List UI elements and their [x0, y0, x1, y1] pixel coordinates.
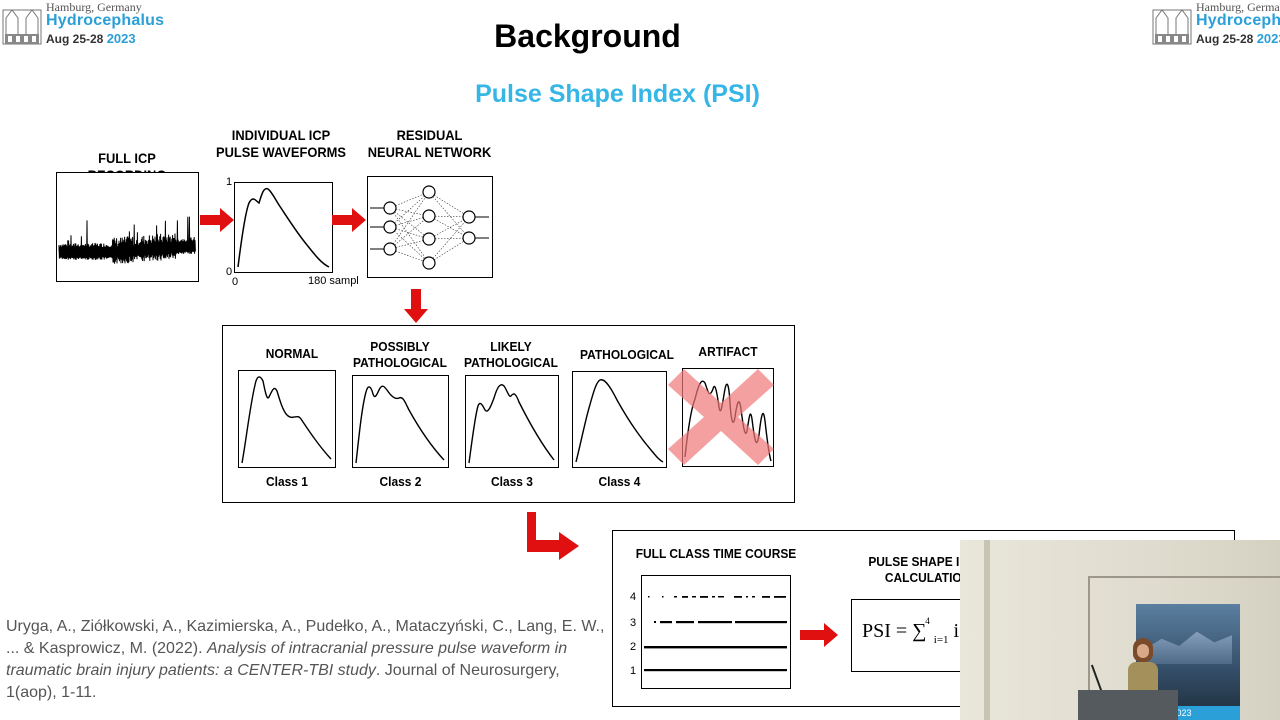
- class-4-label: Class 4: [598, 474, 641, 489]
- waveform-x-max: 180 sampl: [308, 275, 359, 287]
- speaker-video-overlay: ephalus2023: [960, 540, 1280, 720]
- red-arrow-down: [404, 289, 428, 323]
- citation-journal: . Journal of Neurosurgery, 1(aop), 1-11.: [6, 662, 560, 701]
- logo-location: Hamburg, Germany: [46, 0, 142, 14]
- psi-calc-line2: CALCULATIO: [884, 570, 962, 585]
- residual-nn-label-line1: RESIDUAL: [396, 127, 463, 143]
- artifact-cross-icon: [668, 369, 774, 465]
- class-header-artifact: ARTIFACT: [680, 344, 776, 360]
- logo-dates-text: Aug 25-28: [1196, 32, 1254, 46]
- neural-network-diagram: [367, 176, 493, 278]
- class-header-likely-pathological: LIKELY PATHOLOGICAL: [461, 339, 560, 371]
- class-1-label: Class 1: [266, 474, 308, 489]
- timecourse-y-tick-4: 4: [630, 591, 637, 603]
- class-3-waveform-plot: [465, 375, 559, 468]
- video-window-frame: [984, 540, 990, 720]
- class-1-waveform: [241, 376, 332, 464]
- slide-title: Background: [494, 18, 681, 54]
- psi-formula-limits: 4i=1: [925, 616, 949, 646]
- class-header-line1: PATHOLOGICAL: [580, 347, 674, 362]
- timecourse-y-tick-2: 2: [630, 641, 637, 653]
- waveform-y-min: 0: [226, 266, 233, 278]
- individual-icp-label: INDIVIDUAL ICP PULSE WAVEFORMS: [211, 127, 351, 161]
- class-time-course-plot: [641, 575, 791, 689]
- time-course-title: FULL CLASS TIME COURSE: [635, 546, 797, 561]
- logo-dates: Aug 25-28 2023: [46, 31, 136, 46]
- citation-authors: Uryga, A., Ziółkowski, A., Kazimierska, …: [6, 618, 605, 657]
- gate-logo-icon: [1152, 9, 1192, 45]
- class-header-line2: PATHOLOGICAL: [353, 355, 447, 370]
- waveform-y-max: 1: [226, 176, 233, 188]
- psi-formula-text: PSI = ∑: [862, 620, 927, 642]
- class-2-waveform-plot: [352, 375, 449, 468]
- class-header-pathological: PATHOLOGICAL: [573, 347, 682, 363]
- timecourse-y-tick-3: 3: [630, 617, 637, 629]
- logo-dates: Aug 25-28 2023: [1196, 31, 1280, 46]
- class-header-possibly-pathological: POSSIBLY PATHOLOGICAL: [350, 339, 449, 371]
- class-header-line2: PATHOLOGICAL: [464, 355, 558, 370]
- individual-pulse-waveform-plot: [234, 182, 333, 273]
- psi-calc-line1: PULSE SHAPE IN: [868, 554, 969, 569]
- citation: Uryga, A., Ziółkowski, A., Kazimierska, …: [6, 616, 606, 704]
- waveform-x-min: 0: [232, 276, 239, 288]
- video-wall-frame: [1088, 576, 1280, 720]
- logo-dates-text: Aug 25-28: [46, 32, 104, 46]
- slide-subtitle: Pulse Shape Index (PSI): [475, 80, 760, 108]
- neural-network-graph: [370, 185, 489, 270]
- red-elbow-arrow: [527, 512, 579, 560]
- red-arrow-right: [800, 623, 838, 647]
- logo-name: Hydrocephalus: [46, 12, 165, 29]
- class-3-label: Class 3: [491, 474, 533, 489]
- residual-nn-label-line2: NEURAL NETWORK: [367, 144, 492, 160]
- logo-year: 2023: [1256, 31, 1280, 46]
- class-header-line1: NORMAL: [265, 346, 319, 361]
- conference-logo-left: Hamburg, Germany Hydrocephalus Aug 25-28…: [2, 0, 164, 48]
- psi-calculation-title: PULSE SHAPE IN CALCULATIO: [854, 554, 983, 586]
- individual-icp-label-line1: INDIVIDUAL ICP: [231, 127, 331, 143]
- red-arrow-right: [332, 208, 366, 232]
- class-header-line1: POSSIBLY: [370, 339, 430, 354]
- icp-recording-trace: [58, 216, 196, 264]
- logo-year: 2023: [106, 31, 136, 46]
- logo-location: Hamburg, Germany: [1196, 0, 1280, 14]
- residual-nn-label: RESIDUAL NEURAL NETWORK: [363, 127, 496, 161]
- class-2-label: Class 2: [379, 474, 422, 489]
- timecourse-y-tick-1: 1: [630, 665, 637, 677]
- psi-formula: PSI = ∑ 4i=1 i: [862, 616, 960, 646]
- class-header-normal: NORMAL: [242, 346, 341, 362]
- lectern: [1078, 690, 1178, 720]
- pulse-waveform-trace: [237, 187, 330, 268]
- class-header-line1: LIKELY: [490, 339, 532, 354]
- class-time-course-trace: [644, 596, 787, 672]
- individual-icp-label-line2: PULSE WAVEFORMS: [215, 144, 347, 160]
- citation-title: Analysis of intracranial pressure pulse …: [6, 640, 568, 679]
- class-2-waveform: [355, 385, 445, 464]
- gate-logo-icon: [2, 9, 42, 45]
- class-1-waveform-plot: [238, 370, 336, 468]
- class-4-waveform: [575, 379, 664, 463]
- red-arrow-right: [200, 208, 234, 232]
- logo-name: Hydrocephalus: [1196, 12, 1280, 29]
- full-icp-recording-plot: [56, 172, 199, 282]
- class-header-line1: ARTIFACT: [698, 344, 758, 359]
- psi-formula-box: [851, 599, 981, 672]
- conference-logo-right: Hamburg, Germany Hydrocephalus Aug 25-28…: [1152, 0, 1280, 48]
- class-3-waveform: [468, 384, 555, 464]
- class-4-waveform-plot: [572, 371, 667, 468]
